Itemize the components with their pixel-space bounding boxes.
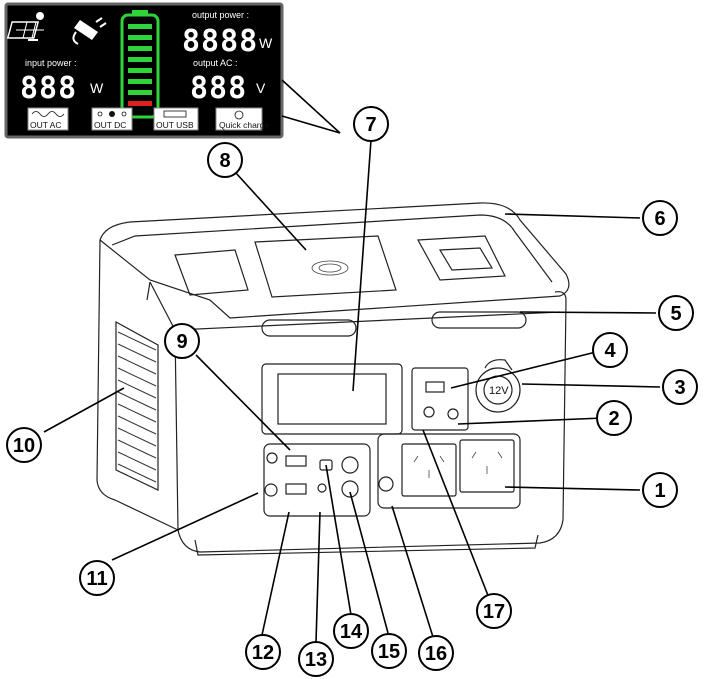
callout-1: 1	[642, 472, 678, 508]
battery-bar-green	[128, 68, 152, 73]
callout-circle	[476, 593, 512, 629]
callout-circle	[6, 427, 42, 463]
callout-2: 2	[596, 400, 632, 436]
callout-number: 6	[654, 208, 665, 230]
callout-number: 17	[483, 601, 505, 623]
solar-panel-icon	[6, 12, 44, 41]
lcd-button-out-usb-label: OUT USB	[156, 120, 194, 130]
callout-8: 8	[207, 142, 243, 178]
callout-number: 10	[13, 435, 35, 457]
callout-number: 9	[176, 331, 187, 353]
callout-4: 4	[592, 332, 628, 368]
callout-number: 8	[219, 150, 230, 172]
callout-circle	[418, 635, 454, 671]
callout-number: 4	[604, 340, 616, 362]
callout-11: 11	[79, 560, 115, 596]
battery-bar-green	[128, 90, 152, 95]
vent-slat	[117, 415, 157, 435]
callout-circle	[596, 400, 632, 436]
battery-bar-red	[128, 101, 152, 106]
vent-slat	[117, 403, 157, 423]
input-power-label: input power :	[25, 58, 77, 68]
callout-7: 7	[353, 106, 389, 142]
callout-circle	[662, 369, 698, 405]
callout-leaders	[43, 139, 661, 643]
callout-number: 5	[670, 303, 681, 325]
callout-circle	[658, 295, 694, 331]
callout-circle	[371, 633, 407, 669]
callout-circle	[353, 106, 389, 142]
callout-5: 5	[658, 295, 694, 331]
callout-circle	[642, 200, 678, 236]
callout-number: 3	[674, 377, 685, 399]
callout-16: 16	[418, 635, 454, 671]
callout-number: 12	[252, 642, 274, 664]
vent-slat	[117, 451, 157, 471]
callout-15: 15	[371, 633, 407, 669]
vent-slat	[117, 427, 157, 447]
input-power-unit: W	[90, 80, 104, 96]
lcd-button-quick-charge-label: Quick charge	[219, 120, 269, 130]
lcd-button-out-dc: OUT DC	[91, 107, 133, 131]
callout-number: 15	[378, 641, 400, 663]
callout-circle	[79, 560, 115, 596]
callout-number: 2	[608, 408, 619, 430]
callout-circle	[245, 634, 281, 670]
callout-3: 3	[662, 369, 698, 405]
lcd-button-out-usb: OUT USB	[153, 107, 199, 131]
callout-number: 7	[365, 114, 376, 136]
callout-circle	[298, 641, 334, 677]
vent-slat	[117, 379, 157, 399]
battery-bar-green	[128, 24, 152, 29]
battery-bar-green	[128, 57, 152, 62]
callout-number: 11	[86, 568, 107, 590]
output-ac-label: output AC :	[193, 58, 238, 68]
plug-icon	[72, 17, 107, 45]
callout-circle	[592, 332, 628, 368]
vent-slat	[117, 367, 157, 387]
vent-slat	[117, 463, 157, 483]
vent-slat	[117, 331, 157, 351]
battery-bar-green	[128, 35, 152, 40]
output-power-label: output power :	[192, 10, 249, 20]
output-ac-digits: 888	[190, 71, 247, 106]
lcd-button-out-ac: OUT AC	[27, 107, 69, 131]
lcd-button-quick-charge: Quick charge	[215, 107, 269, 131]
callout-17: 17	[476, 593, 512, 629]
callout-9: 9	[164, 323, 200, 359]
car-socket-label: 12V	[489, 385, 509, 397]
vent-slat	[117, 439, 157, 459]
battery-level-icon	[120, 10, 160, 119]
battery-bar-green	[128, 46, 152, 51]
lcd-panel: output power : 8888 W input power : 888 …	[4, 2, 284, 139]
callout-circle	[333, 613, 369, 649]
callout-circle	[207, 142, 243, 178]
vent-slat	[117, 391, 157, 411]
lcd-button-out-ac-label: OUT AC	[30, 120, 62, 130]
battery-bar-green	[128, 79, 152, 84]
callout-12: 12	[245, 634, 281, 670]
output-power-digits: 8888	[182, 24, 258, 59]
input-power-digits: 888	[20, 71, 77, 106]
callout-circle	[164, 323, 200, 359]
callout-14: 14	[333, 613, 369, 649]
callout-13: 13	[298, 641, 334, 677]
callout-number: 13	[305, 649, 327, 671]
output-ac-unit: V	[256, 80, 266, 96]
output-power-unit: W	[259, 35, 273, 51]
lcd-button-out-dc-label: OUT DC	[94, 120, 126, 130]
callout-circle	[642, 472, 678, 508]
callout-6: 6	[642, 200, 678, 236]
callout-number: 14	[340, 621, 363, 643]
callout-number: 1	[654, 480, 665, 502]
car-socket: 12V	[475, 359, 521, 413]
zoom-lines	[281, 79, 341, 134]
vent-slat	[117, 343, 157, 363]
callout-number: 16	[425, 643, 447, 665]
callout-10: 10	[6, 427, 42, 463]
vent-slat	[117, 355, 157, 375]
